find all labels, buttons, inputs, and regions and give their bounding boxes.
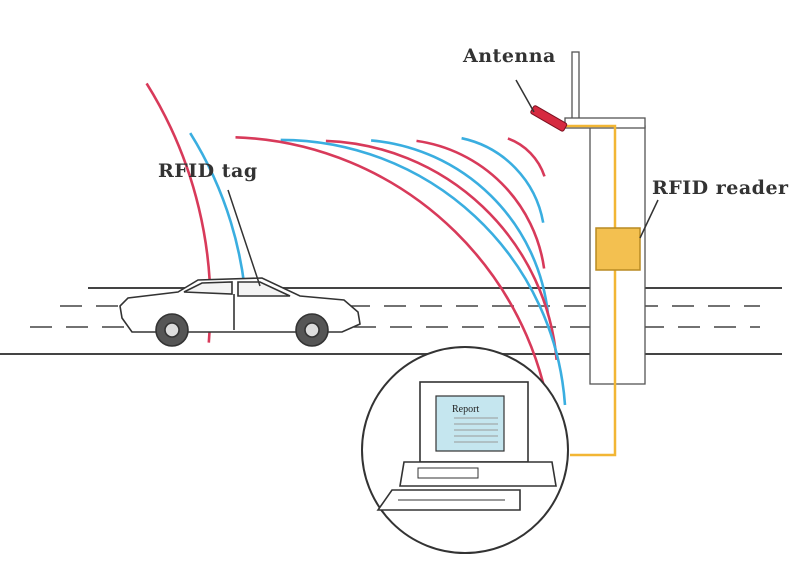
- road: [0, 287, 782, 355]
- antenna-label: Antenna: [463, 45, 556, 67]
- radio-wave-arc: [235, 136, 555, 450]
- car-icon: [119, 189, 361, 347]
- reader-pole: [564, 51, 646, 385]
- computer-icon: [361, 346, 569, 554]
- reader-icon: [595, 199, 659, 271]
- radio-wave-arc: [280, 138, 567, 406]
- radio-wave-arc: [416, 139, 546, 269]
- report-screen-text: Report: [452, 404, 479, 415]
- antenna-icon: [515, 79, 568, 132]
- radio-wave-arc: [370, 139, 550, 315]
- rfid-reader-label: RFID reader: [652, 177, 789, 199]
- radio-wave-arc: [507, 137, 546, 177]
- cable: [565, 124, 617, 457]
- radio-wave-arc: [325, 139, 558, 361]
- rfid-tag-label: RFID tag: [158, 160, 258, 182]
- radio-wave-arc: [461, 136, 545, 223]
